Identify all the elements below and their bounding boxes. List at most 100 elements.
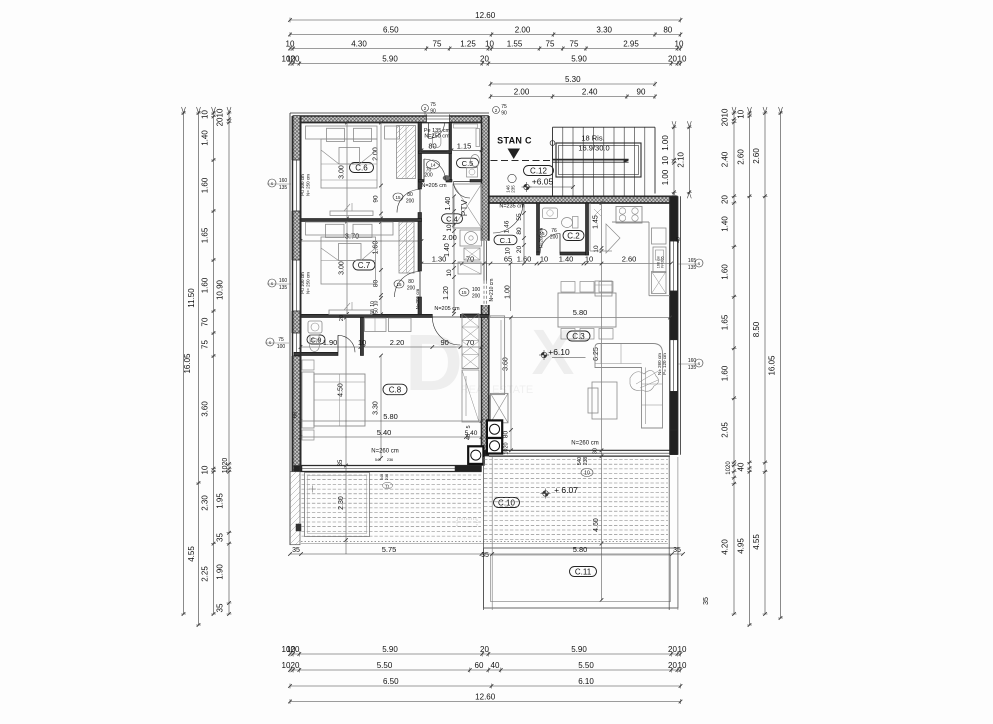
svg-text:1.30: 1.30 <box>432 255 447 264</box>
svg-text:15: 15 <box>395 195 401 200</box>
svg-text:10: 10 <box>286 40 295 49</box>
svg-text:15: 15 <box>396 282 402 287</box>
svg-text:80: 80 <box>428 141 436 150</box>
svg-text:135: 135 <box>279 285 288 291</box>
svg-text:C.12: C.12 <box>530 167 547 176</box>
svg-text:12.60: 12.60 <box>475 11 496 20</box>
svg-text:1.15: 1.15 <box>457 141 472 150</box>
svg-text:20: 20 <box>480 645 489 654</box>
svg-text:5.30: 5.30 <box>565 75 581 84</box>
svg-text:16.9/30.0: 16.9/30.0 <box>578 144 609 153</box>
svg-text:1.00: 1.00 <box>505 285 512 299</box>
svg-text:40: 40 <box>466 434 472 440</box>
svg-text:10.90: 10.90 <box>216 279 225 300</box>
svg-text:C.2: C.2 <box>567 232 580 241</box>
svg-text:2.20: 2.20 <box>390 338 405 347</box>
svg-text:20: 20 <box>291 661 300 670</box>
svg-text:4.95: 4.95 <box>737 538 746 554</box>
svg-text:10: 10 <box>661 156 670 165</box>
svg-text:5.75: 5.75 <box>382 545 397 554</box>
svg-text:4.50: 4.50 <box>338 383 345 397</box>
svg-text:N=205 cm: N=205 cm <box>434 306 460 312</box>
svg-text:2: 2 <box>495 108 498 113</box>
svg-text:4.30: 4.30 <box>351 40 367 49</box>
svg-text:75: 75 <box>201 340 210 349</box>
svg-text:20: 20 <box>668 661 677 670</box>
svg-text:540: 540 <box>577 457 583 466</box>
svg-text:10: 10 <box>678 645 687 654</box>
svg-text:15: 15 <box>539 231 545 236</box>
svg-text:5.40: 5.40 <box>465 430 478 437</box>
svg-text:1.45: 1.45 <box>593 215 600 229</box>
svg-text:5.90: 5.90 <box>571 55 587 64</box>
svg-text:5.40: 5.40 <box>377 428 392 437</box>
svg-text:65: 65 <box>504 255 512 264</box>
svg-text:50: 50 <box>374 308 380 314</box>
svg-text:20: 20 <box>721 195 730 204</box>
svg-text:200: 200 <box>424 173 433 179</box>
svg-text:70: 70 <box>426 168 432 174</box>
svg-text:10: 10 <box>358 338 366 347</box>
svg-text:80: 80 <box>503 431 510 439</box>
svg-text:2.40: 2.40 <box>582 88 598 97</box>
svg-text:80: 80 <box>663 26 672 35</box>
svg-text:1020: 1020 <box>222 458 229 474</box>
svg-text:75: 75 <box>430 102 436 108</box>
svg-text:N=205 cm: N=205 cm <box>539 227 544 248</box>
svg-text:135: 135 <box>688 365 697 371</box>
svg-text:20: 20 <box>668 645 677 654</box>
svg-text:1.40: 1.40 <box>445 197 452 211</box>
svg-text:N=205 cm: N=205 cm <box>415 288 420 309</box>
svg-text:6.50: 6.50 <box>383 677 399 686</box>
svg-text:12.60: 12.60 <box>475 693 496 702</box>
svg-text:18 Ris.: 18 Ris. <box>581 134 604 143</box>
svg-text:200: 200 <box>550 235 559 241</box>
svg-text:1.60: 1.60 <box>201 177 210 193</box>
svg-text:N= 250 cm: N= 250 cm <box>306 272 311 294</box>
svg-text:20: 20 <box>516 246 523 254</box>
svg-text:3.60: 3.60 <box>201 401 210 417</box>
svg-text:40: 40 <box>737 462 746 471</box>
svg-text:1.95: 1.95 <box>216 493 225 509</box>
svg-text:70: 70 <box>466 255 474 264</box>
svg-text:100: 100 <box>472 287 481 293</box>
svg-text:s: s <box>271 281 274 286</box>
svg-text:s: s <box>698 361 701 366</box>
svg-text:238: 238 <box>583 457 589 466</box>
svg-text:10: 10 <box>505 247 512 255</box>
svg-text:11: 11 <box>385 483 390 488</box>
svg-text:35: 35 <box>216 603 225 612</box>
svg-text:N=205: N=205 <box>661 256 665 267</box>
svg-text:C.4: C.4 <box>446 215 458 224</box>
svg-text:35: 35 <box>673 547 681 554</box>
svg-text:4.20: 4.20 <box>721 539 730 555</box>
svg-text:160: 160 <box>279 278 288 284</box>
svg-text:6.10: 6.10 <box>578 677 594 686</box>
svg-text:40: 40 <box>676 237 682 243</box>
svg-text:200: 200 <box>407 286 416 292</box>
svg-text:10: 10 <box>370 301 376 307</box>
svg-text:90: 90 <box>637 88 646 97</box>
svg-text:5.50: 5.50 <box>578 661 594 670</box>
svg-text:75: 75 <box>546 40 555 49</box>
svg-text:16.05: 16.05 <box>768 355 777 376</box>
svg-text:5.50: 5.50 <box>377 661 393 670</box>
svg-text:5: 5 <box>466 425 472 428</box>
svg-text:165: 165 <box>688 258 697 264</box>
svg-text:3.30: 3.30 <box>596 26 612 35</box>
svg-text:C.3: C.3 <box>572 332 585 341</box>
svg-text:N=250 cm: N=250 cm <box>424 134 450 140</box>
svg-text:146: 146 <box>506 185 511 193</box>
svg-text:N= 250 cm: N= 250 cm <box>306 174 311 196</box>
svg-text:1.40: 1.40 <box>444 243 451 257</box>
svg-text:90: 90 <box>373 195 380 203</box>
svg-text:20: 20 <box>668 55 677 64</box>
svg-text:16.05: 16.05 <box>183 353 192 374</box>
svg-text:35: 35 <box>216 533 225 542</box>
svg-text:2.30: 2.30 <box>201 495 210 511</box>
svg-text:8.50: 8.50 <box>752 321 761 337</box>
svg-text:C.7: C.7 <box>358 261 371 270</box>
svg-text:1.90: 1.90 <box>216 564 225 580</box>
svg-text:1.40: 1.40 <box>201 130 210 146</box>
svg-text:1.46: 1.46 <box>504 220 511 233</box>
